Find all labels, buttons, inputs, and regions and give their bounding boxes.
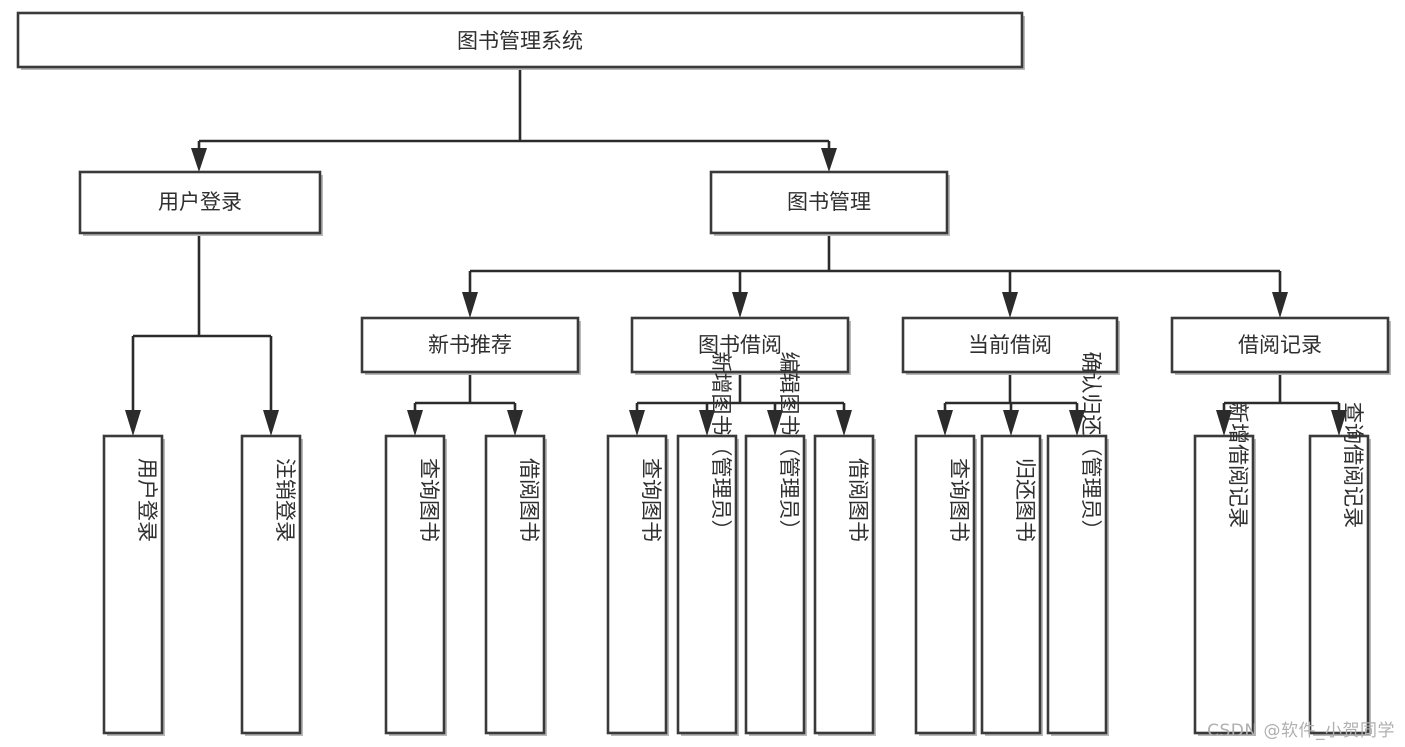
current-borrow-box[interactable] bbox=[901, 316, 1119, 374]
book-manage-box[interactable] bbox=[709, 170, 949, 235]
leaf-borrow-book-2-label: 借阅图书 bbox=[846, 458, 870, 542]
arrow-head-leaf-query-book-3 bbox=[937, 410, 953, 436]
leaf-edit-book-box[interactable] bbox=[744, 434, 806, 735]
arrow-head-book-manage bbox=[821, 148, 837, 172]
leaf-node-borrow-book-1[interactable]: 借阅图书 bbox=[484, 434, 547, 736]
arrow-head-leaf-query-book-2 bbox=[629, 410, 645, 436]
leaf-node-query-book-3[interactable]: 查询图书 bbox=[914, 434, 977, 736]
leaf-add-record-box[interactable] bbox=[1193, 434, 1255, 735]
arrow-head-new-book-rec bbox=[462, 292, 478, 318]
root-box[interactable] bbox=[16, 11, 1024, 69]
leaf-confirm-return-label: 确认归还（管理员） bbox=[1079, 352, 1103, 541]
leaf-edit-book-label: 编辑图书（管理员） bbox=[777, 352, 801, 541]
leaf-user-login-box[interactable] bbox=[102, 434, 164, 735]
leaf-borrow-book-1-label: 借阅图书 bbox=[517, 458, 541, 542]
leaf-node-query-record[interactable]: 查询借阅记录 bbox=[1308, 402, 1371, 736]
leaf-node-confirm-return[interactable]: 确认归还（管理员） bbox=[1046, 352, 1109, 737]
book-borrow-box[interactable] bbox=[630, 316, 850, 374]
leaf-logout-box[interactable] bbox=[240, 434, 302, 735]
node-new-book-rec[interactable]: 新书推荐 bbox=[360, 316, 581, 375]
arrow-head-user-login bbox=[191, 148, 207, 172]
node-user-login[interactable]: 用户登录 bbox=[78, 170, 323, 236]
arrow-head-leaf-add-record bbox=[1216, 410, 1232, 436]
new-book-rec-box[interactable] bbox=[360, 316, 580, 374]
leaf-query-book-3-box[interactable] bbox=[914, 434, 976, 735]
leaf-node-return-book[interactable]: 归还图书 bbox=[980, 434, 1043, 736]
arrow-head-leaf-borrow-book-2 bbox=[836, 410, 852, 436]
leaf-node-query-book-1[interactable]: 查询图书 bbox=[384, 434, 447, 736]
arrow-head-leaf-user-login bbox=[125, 410, 141, 436]
leaf-query-record-box[interactable] bbox=[1308, 434, 1370, 735]
leaf-node-add-book[interactable]: 新增图书（管理员） bbox=[676, 352, 739, 737]
arrow-head-leaf-confirm-return bbox=[1069, 410, 1085, 436]
node-book-manage[interactable]: 图书管理 bbox=[709, 170, 950, 236]
leaf-add-book-box[interactable] bbox=[676, 434, 738, 735]
leaf-query-book-1-label: 查询图书 bbox=[417, 458, 441, 542]
leaf-node-query-book-2[interactable]: 查询图书 bbox=[606, 434, 669, 736]
book-borrow-label: 图书借阅 bbox=[698, 333, 782, 357]
leaf-query-record-label: 查询借阅记录 bbox=[1341, 402, 1365, 528]
arrow-head-leaf-query-record bbox=[1331, 410, 1347, 436]
node-root[interactable]: 图书管理系统 bbox=[16, 11, 1025, 70]
leaf-node-user-login[interactable]: 用户登录 bbox=[102, 434, 165, 736]
arrow-head-leaf-borrow-book-1 bbox=[507, 410, 523, 436]
connector-layer bbox=[125, 67, 1347, 436]
user-login-box[interactable] bbox=[78, 170, 322, 235]
leaf-logout-label: 注销登录 bbox=[273, 458, 297, 542]
user-login-label: 用户登录 bbox=[158, 190, 242, 214]
leaf-node-add-record[interactable]: 新增借阅记录 bbox=[1193, 402, 1256, 736]
arrow-head-current-borrow bbox=[1002, 292, 1018, 318]
book-manage-label: 图书管理 bbox=[787, 190, 871, 214]
borrow-record-label: 借阅记录 bbox=[1238, 333, 1322, 357]
arrow-head-book-borrow bbox=[732, 292, 748, 318]
leaf-user-login-label: 用户登录 bbox=[135, 458, 159, 542]
leaf-return-book-label: 归还图书 bbox=[1013, 458, 1037, 542]
leaf-node-borrow-book-2[interactable]: 借阅图书 bbox=[813, 434, 876, 736]
leaf-borrow-book-1-box[interactable] bbox=[484, 434, 546, 735]
leaf-query-book-2-box[interactable] bbox=[606, 434, 668, 735]
node-current-borrow[interactable]: 当前借阅 bbox=[901, 316, 1120, 375]
node-borrow-record[interactable]: 借阅记录 bbox=[1170, 316, 1391, 375]
arrow-head-leaf-edit-book bbox=[767, 410, 783, 436]
arrow-head-leaf-query-book-1 bbox=[407, 410, 423, 436]
leaf-node-edit-book[interactable]: 编辑图书（管理员） bbox=[744, 352, 807, 737]
leaf-confirm-return-box[interactable] bbox=[1046, 434, 1108, 735]
leaf-query-book-2-label: 查询图书 bbox=[639, 458, 663, 542]
leaf-add-record-label: 新增借阅记录 bbox=[1226, 402, 1250, 528]
arrow-head-borrow-record bbox=[1272, 292, 1288, 318]
leaf-query-book-1-box[interactable] bbox=[384, 434, 446, 735]
leaf-borrow-book-2-box[interactable] bbox=[813, 434, 875, 735]
borrow-record-box[interactable] bbox=[1170, 316, 1390, 374]
leaf-query-book-3-label: 查询图书 bbox=[947, 458, 971, 542]
current-borrow-label: 当前借阅 bbox=[968, 333, 1052, 357]
leaf-add-book-label: 新增图书（管理员） bbox=[709, 352, 733, 541]
node-book-borrow[interactable]: 图书借阅 bbox=[630, 316, 851, 375]
leaf-return-book-box[interactable] bbox=[980, 434, 1042, 735]
arrow-head-leaf-logout bbox=[263, 410, 279, 436]
root-label: 图书管理系统 bbox=[457, 29, 583, 53]
arrow-head-leaf-return-book bbox=[1003, 410, 1019, 436]
arrow-head-leaf-add-book bbox=[699, 410, 715, 436]
new-book-rec-label: 新书推荐 bbox=[428, 333, 512, 357]
leaf-node-logout[interactable]: 注销登录 bbox=[240, 434, 303, 736]
